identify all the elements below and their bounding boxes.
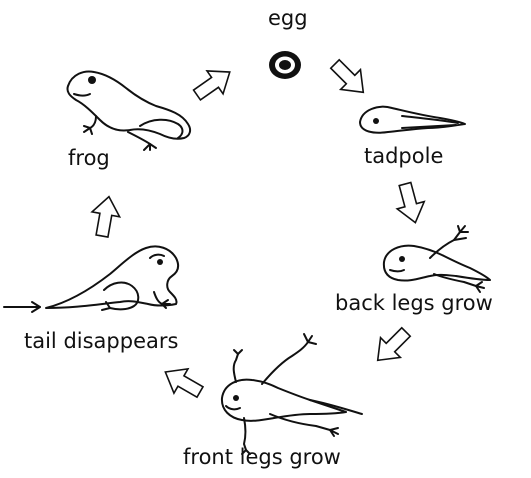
tail-disappears-froglet-illustration <box>46 246 178 310</box>
arrow-tadpole-to-backlegs <box>391 180 428 226</box>
tail-disappears-label: tail disappears <box>24 331 178 352</box>
tadpole-label: tadpole <box>364 146 443 167</box>
front-legs-label: front legs grow <box>183 447 341 468</box>
egg-illustration <box>269 51 301 79</box>
arrow-frog-to-egg <box>189 61 238 107</box>
small-arrow-icon <box>4 302 40 312</box>
frog-label: frog <box>68 148 110 169</box>
arrow-backlegs-to-frontlegs <box>368 322 416 370</box>
front-legs-froglet-illustration <box>222 334 362 454</box>
back-legs-tadpole-illustration <box>384 226 490 292</box>
arrow-egg-to-tadpole <box>325 54 373 102</box>
frog-illustration <box>67 72 190 150</box>
arrow-frontlegs-to-tail <box>158 360 207 404</box>
tadpole-illustration <box>360 107 465 133</box>
egg-label: egg <box>268 8 308 29</box>
arrow-tail-to-frog <box>88 194 123 238</box>
back-legs-label: back legs grow <box>335 293 493 314</box>
